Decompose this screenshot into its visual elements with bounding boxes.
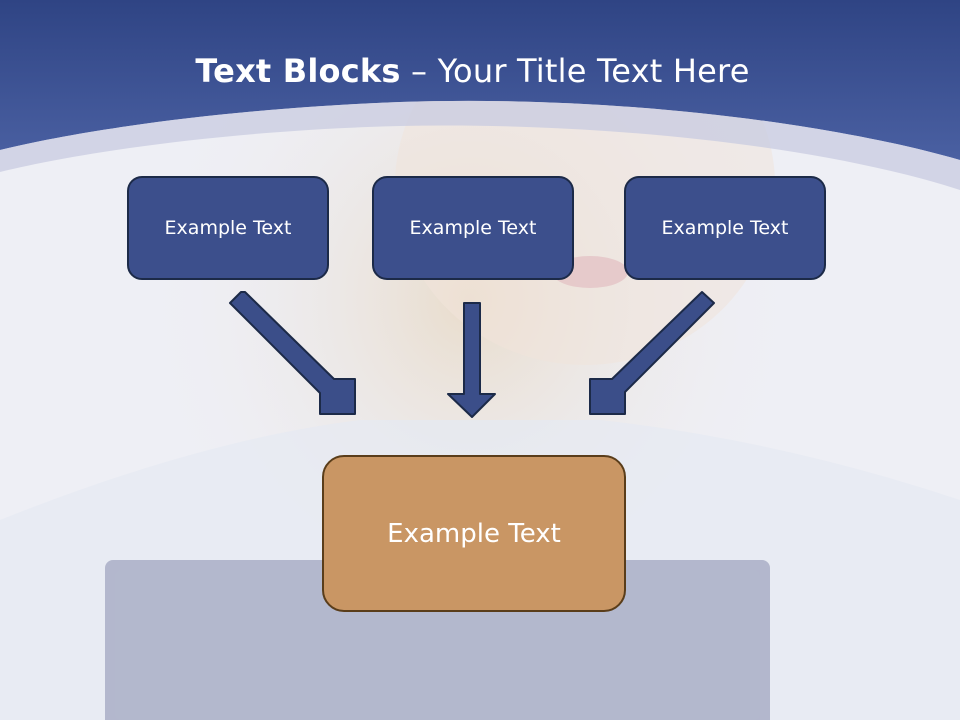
title-bold-part: Text Blocks	[195, 52, 401, 90]
header-band	[0, 0, 960, 160]
text-block-2: Example Text	[372, 176, 574, 280]
text-block-3-label: Example Text	[661, 217, 789, 239]
text-block-1: Example Text	[127, 176, 329, 280]
target-block-label: Example Text	[387, 518, 561, 549]
text-block-2-label: Example Text	[409, 217, 537, 239]
title-rest: Your Title Text Here	[437, 52, 750, 90]
text-block-3: Example Text	[624, 176, 826, 280]
header-swoosh	[0, 100, 960, 190]
target-block: Example Text	[322, 455, 626, 612]
title-dash: –	[400, 52, 438, 90]
slide-title: Text Blocks – Your Title Text Here	[0, 52, 945, 90]
text-block-1-label: Example Text	[164, 217, 292, 239]
